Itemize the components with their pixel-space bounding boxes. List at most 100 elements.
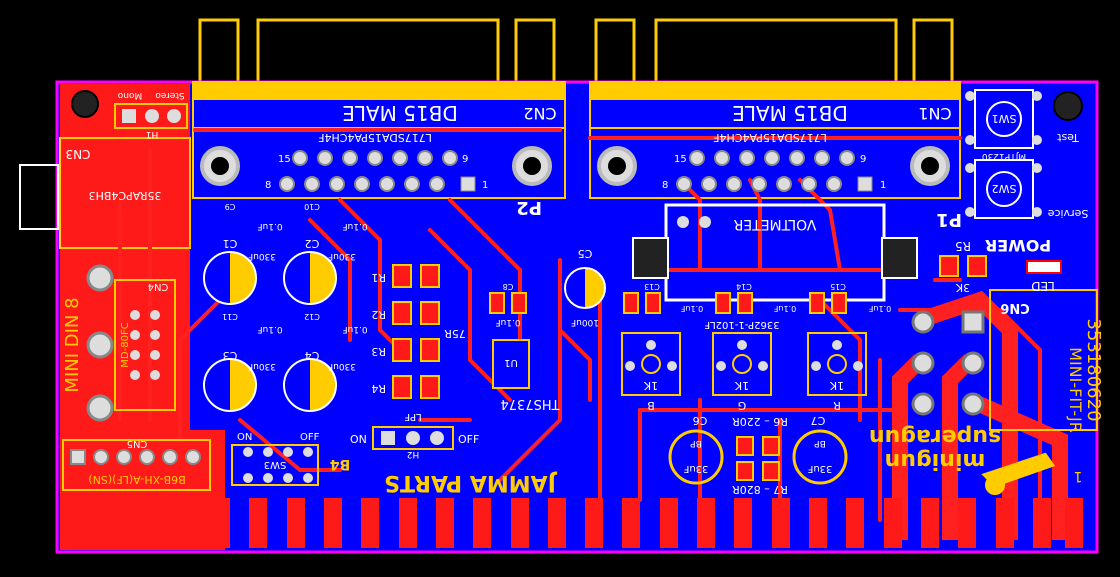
minigun-label: minigun: [885, 448, 986, 473]
c3-value: 330uF: [248, 361, 276, 371]
p2-label: P2: [516, 197, 542, 218]
c7-value: 33uF: [807, 463, 832, 474]
trim-pots: [621, 332, 867, 396]
c5-label: C5: [578, 247, 593, 260]
c4-value: 330uF: [328, 361, 356, 371]
sw3-off-label: OFF: [300, 432, 320, 443]
mounting-holes: [71, 90, 1083, 121]
lpf-label: LPF: [404, 411, 422, 422]
cn4-part-label: MD-80FC: [120, 322, 131, 367]
p1-label: P1: [936, 209, 962, 230]
cn3-label: CN3: [66, 147, 91, 161]
h2-label: H2: [407, 449, 420, 459]
ths-label: THS7374: [500, 396, 560, 411]
r5-label: R5: [955, 239, 971, 253]
cn3-part-label: 35RAPC4BH3: [89, 189, 162, 202]
h1-label: H1: [146, 129, 159, 139]
jamma-label: JAMMA PARTS: [384, 470, 558, 495]
h2-on-label: ON: [350, 433, 367, 446]
pot-part-label: 3362P-1-102LF: [704, 319, 779, 330]
sw3-label: SW3: [264, 459, 287, 470]
u1-label: U1: [504, 357, 518, 368]
u1-chip: [492, 339, 530, 389]
c6-label: C6: [693, 414, 708, 427]
pot-b-value: 1K: [643, 379, 658, 392]
test-label: Test: [1056, 131, 1079, 144]
c3-label: C3: [223, 349, 238, 362]
cn6-pins: [911, 310, 985, 416]
pot-r-label: R: [833, 399, 841, 412]
c4-label: C4: [305, 349, 320, 362]
stereo-label: Stereo: [155, 90, 185, 100]
sw-part-label: MJTP1230: [982, 151, 1027, 161]
c9-label: C9: [225, 202, 236, 211]
c12-label: C12: [304, 312, 320, 321]
cn2-type-label: DB15 MALE: [342, 101, 458, 125]
b4-label: B4: [330, 456, 351, 472]
pot-g-label: G: [738, 399, 747, 412]
cn1-pin9: 9: [860, 154, 866, 165]
r1-label: R1: [371, 271, 386, 284]
r3-label: R3: [371, 345, 386, 358]
cn5-label: CN5: [127, 438, 148, 449]
cn6-number-label: 353180620: [1083, 318, 1104, 421]
cn1-pin1: 1: [880, 180, 886, 191]
edge-fingers: [137, 498, 1083, 548]
c1-value: 330uF: [248, 251, 276, 261]
cn2-pins: [279, 150, 458, 192]
mono-label: Mono: [117, 90, 142, 100]
c5-value: 100uF: [571, 317, 599, 327]
r7-label: R7 – 820R: [732, 483, 788, 496]
cn1-type-label: DB15 MALE: [732, 101, 848, 125]
r6-label: R6 – 220R: [732, 415, 788, 428]
cn2-part-label: L717SDA15PA4CH4F: [318, 131, 432, 144]
service-label: Service: [1047, 207, 1088, 220]
mini-din-label: MINI DIN 8: [62, 297, 83, 392]
c6-value: 33uF: [683, 463, 708, 474]
cn4-label: CN4: [148, 281, 169, 292]
cn2-pin8: 8: [265, 180, 271, 191]
r75-label: 75R: [444, 327, 466, 340]
c8-label: C8: [503, 282, 514, 291]
cn6-label: CN6: [1000, 300, 1029, 315]
cn1-part-label: L717SDA15PA4CH4F: [713, 131, 827, 144]
cn2-body: [192, 81, 566, 199]
c9-value: 0.1uF: [257, 221, 282, 231]
cn2-pin9: 9: [462, 154, 468, 165]
superagun-label: superagun: [869, 424, 1001, 449]
c11-value: 0.1uF: [257, 324, 282, 334]
cn6-part-label: MINI-FIT-JR: [1066, 347, 1085, 433]
pot-b-label: B: [647, 399, 655, 412]
r2-label: R2: [371, 308, 386, 321]
c12-value: 0.1uF: [342, 324, 367, 334]
c14-value: 0.1uF: [773, 304, 796, 313]
electrolytic-caps: [203, 251, 848, 485]
k3-label: 3K: [955, 281, 970, 294]
sw3-on-label: ON: [237, 432, 252, 443]
cn2-label: CN2: [523, 104, 556, 123]
c13-label: C13: [644, 282, 660, 291]
c2-value: 330uF: [328, 251, 356, 261]
resistors: [392, 255, 987, 481]
edge-pin1-label: 1: [1074, 468, 1083, 484]
c8-value: 0.1uF: [495, 317, 520, 327]
minigun-logo: [981, 452, 1056, 495]
cn2-pin1: 1: [482, 180, 488, 191]
cn5-part-label: B6B-XH-A(LF)(SN): [88, 473, 185, 486]
voltmeter-label: VOLTMETER: [733, 216, 816, 232]
cn1-pin8: 8: [662, 180, 668, 191]
led-label: LED: [1031, 279, 1055, 293]
pot-r-value: 1K: [829, 379, 844, 392]
c13-value: 0.1uF: [680, 304, 703, 313]
db15-mount-holes: [200, 146, 950, 186]
c14-label: C14: [736, 282, 752, 291]
r4-label: R4: [371, 382, 386, 395]
cn1-pins: [676, 150, 855, 192]
c7-bp: BP: [814, 438, 826, 448]
c1-label: C1: [223, 237, 238, 250]
c10-label: C10: [304, 202, 320, 211]
c15-value: 0.1uF: [868, 304, 891, 313]
cn2-pin15: 15: [278, 154, 291, 165]
c10-value: 0.1uF: [342, 221, 367, 231]
